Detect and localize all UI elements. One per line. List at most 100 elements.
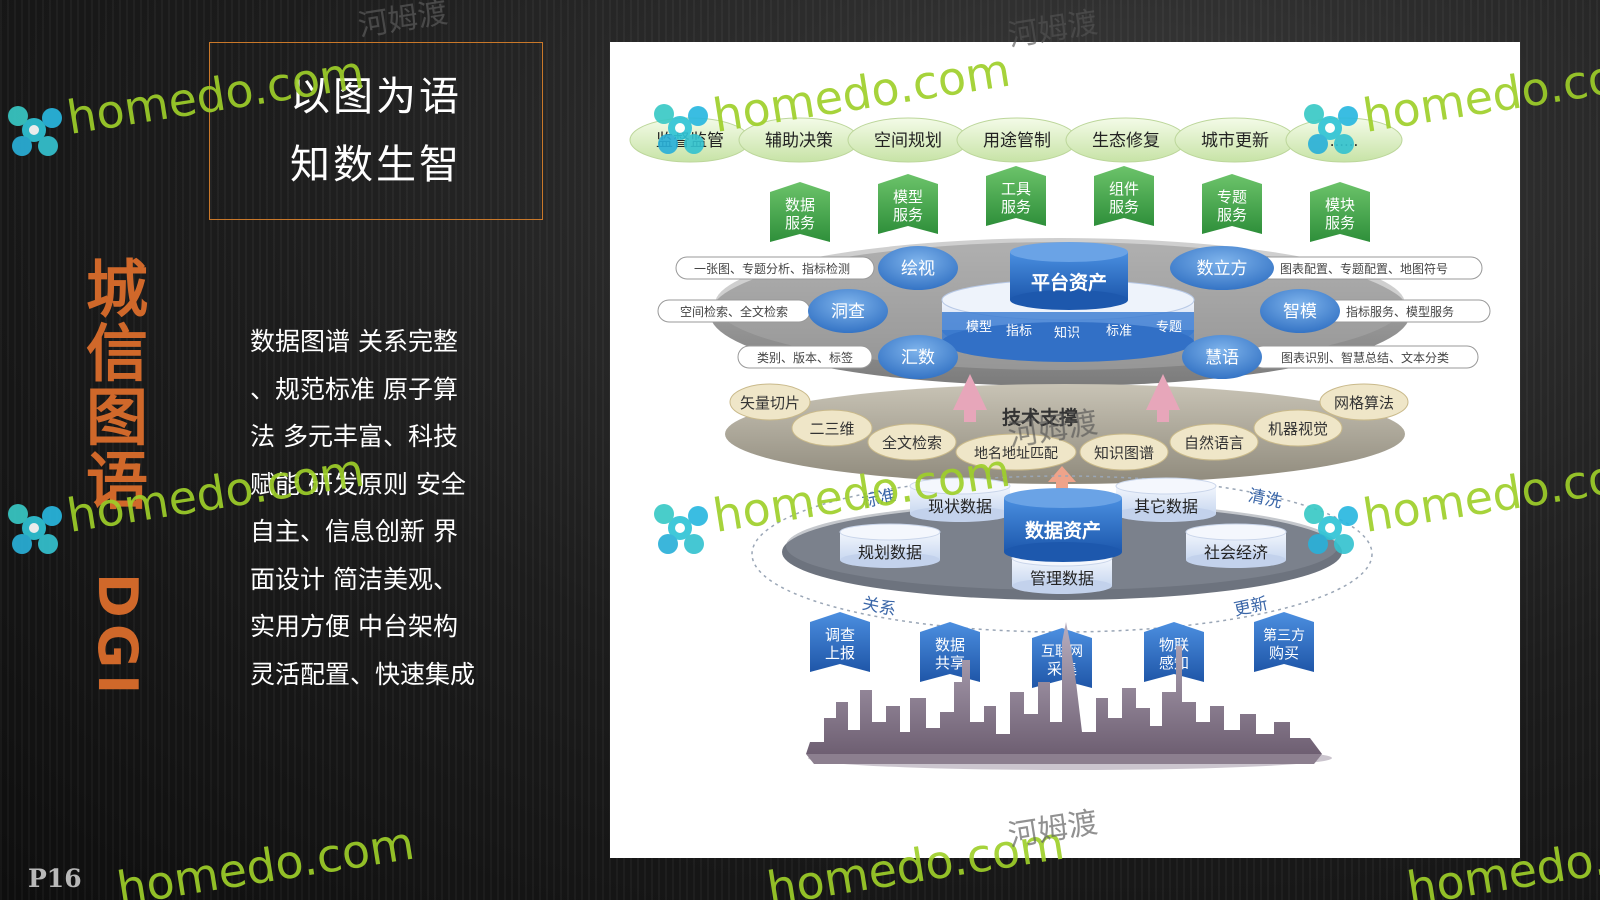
function-left-3: 汇数	[901, 348, 935, 368]
function-note-left-2: 空间检索、全文检索	[680, 304, 788, 319]
description-line: 数据图谱 关系完整	[250, 327, 458, 356]
function-note-left-3: 类别、版本、标签	[757, 350, 853, 365]
description-line: 面设计 简洁美观、	[250, 564, 458, 594]
service-banner-line1: 模型	[893, 188, 923, 206]
slide-title-line-2: 知数生智	[290, 142, 462, 188]
vertical-title: 城 信 图 语 DGI	[82, 253, 152, 701]
service-banner-line1: 组件	[1109, 180, 1139, 198]
vertical-title-char-1: 城	[85, 253, 148, 326]
title-frame: 以图为语 知数生智	[209, 42, 543, 220]
service-banner-line2: 服务	[1217, 206, 1247, 224]
tech-support-layer: 技术支撑 矢量切片 二三维 全文检索 地名地址匹配 知识图谱 自然语言 机器视觉…	[725, 374, 1409, 484]
platform-item: 模型	[966, 320, 992, 335]
function-note-left-1: 一张图、专题分析、指标检测	[694, 261, 850, 276]
function-right-1: 数立方	[1197, 259, 1248, 279]
service-banner: 数据 服务	[770, 182, 830, 242]
scenario-label: ......	[1330, 132, 1359, 150]
platform-asset-cylinder	[1010, 242, 1128, 262]
tech-item: 知识图谱	[1094, 444, 1154, 462]
vertical-title-char-4: 语	[85, 445, 148, 518]
data-item: 现状数据	[928, 497, 992, 516]
data-item-cylinder: 现状数据	[909, 477, 1011, 522]
description-line: 自主、信息创新 界	[250, 517, 458, 546]
service-banner-line2: 服务	[785, 214, 815, 232]
platform-item: 知识	[1054, 325, 1080, 341]
data-item: 社会经济	[1204, 543, 1268, 562]
service-banner-line1: 数据	[785, 196, 815, 214]
source-banner-line2: 感知	[1159, 654, 1189, 672]
description-text: 数据图谱 关系完整 、规范标准 原子算 法 多元丰富、科技 赋能 研发原则 安全…	[250, 318, 500, 698]
function-oval	[808, 289, 888, 333]
data-item: 管理数据	[1030, 569, 1094, 588]
source-banner: 数据 共享	[920, 622, 980, 682]
data-item: 规划数据	[858, 543, 922, 562]
source-banner: 物联 感知	[1144, 622, 1204, 682]
data-item-cylinder: 其它数据	[1115, 477, 1217, 522]
platform-item: 指标	[1006, 324, 1032, 339]
up-arrow	[953, 374, 987, 412]
source-banner: 第三方 购买	[1254, 612, 1314, 672]
service-banner: 模型 服务	[878, 174, 938, 234]
function-oval	[1170, 246, 1274, 290]
cycle-label: 更新	[1232, 594, 1269, 621]
description-line: 、规范标准 原子算	[250, 374, 458, 404]
function-oval	[1182, 335, 1262, 379]
scenario-label: 城市更新	[1201, 131, 1269, 151]
function-right-2: 智模	[1283, 302, 1317, 322]
platform-asset-label: 平台资产	[1031, 271, 1107, 294]
slide-title-line-1: 以图为语	[290, 74, 462, 120]
service-banner-line1: 专题	[1217, 188, 1247, 206]
tech-item-pill	[1319, 383, 1409, 421]
tech-item-pill	[1169, 423, 1259, 461]
source-banner-line2: 共享	[935, 654, 965, 672]
architecture-diagram-panel: 监督监管 辅助决策 空间规划 用途管制 生态修复 城市更新 ...... 数据 …	[610, 42, 1520, 858]
function-left-2: 洞查	[831, 302, 865, 322]
data-item-cylinder: 社会经济	[1185, 523, 1287, 568]
description-line: 实用方便 中台架构	[250, 612, 458, 641]
data-item: 其它数据	[1134, 497, 1198, 516]
tech-item: 自然语言	[1184, 434, 1244, 452]
watermark-text-cn: 河姆渡	[356, 0, 450, 44]
service-banner: 工具 服务	[986, 166, 1046, 226]
function-note-pill	[737, 345, 873, 369]
tech-item: 二三维	[809, 420, 854, 438]
scenario-label: 辅助决策	[765, 131, 833, 151]
source-banners: 调查 上报 数据 共享 互联网 采集 物联 感知 第三方 购买	[810, 612, 1314, 688]
function-oval	[878, 246, 958, 290]
service-banner-line2: 服务	[1325, 214, 1355, 232]
function-note-right-2: 指标服务、模型服务	[1346, 304, 1454, 319]
service-banner: 模块 服务	[1310, 182, 1370, 242]
source-banner-line1: 数据	[935, 636, 965, 654]
function-left-1: 绘视	[901, 259, 935, 279]
function-oval	[878, 335, 958, 379]
tech-item-pill	[1253, 409, 1343, 447]
watermark-flower-icon	[8, 106, 62, 156]
scenario-label: 空间规划	[874, 131, 942, 151]
service-banner-line2: 服务	[893, 206, 923, 224]
scenario-label: 监督监管	[656, 131, 724, 151]
service-banner-line1: 模块	[1325, 196, 1355, 214]
service-banner: 组件 服务	[1094, 166, 1154, 226]
source-banner-line2: 购买	[1269, 644, 1299, 662]
data-asset-label: 数据资产	[1025, 519, 1101, 542]
tech-item: 网格算法	[1334, 394, 1394, 412]
description-line: 法 多元丰富、科技	[250, 422, 458, 451]
cycle-ring	[751, 475, 1373, 633]
service-banner-line1: 工具	[1001, 180, 1031, 198]
watermark-flower-icon	[8, 504, 62, 554]
source-banner-line2: 上报	[825, 644, 855, 662]
function-right-3: 慧语	[1205, 348, 1239, 368]
description-line: 赋能 研发原则 安全	[250, 469, 466, 499]
service-banner-line2: 服务	[1109, 198, 1139, 216]
service-banners: 数据 服务 模型 服务 工具 服务 组件 服务 专题 服务 模块 服务	[770, 166, 1370, 242]
tech-item: 机器视觉	[1268, 420, 1328, 438]
source-banner-line1: 第三方	[1263, 627, 1305, 644]
source-banner: 调查 上报	[810, 612, 870, 672]
tech-item-pill	[1079, 433, 1169, 471]
data-asset-layer: 标准 清洗 关系 更新 现状数据 其它数据 规划数据 社	[751, 475, 1373, 633]
architecture-diagram: 监督监管 辅助决策 空间规划 用途管制 生态修复 城市更新 ...... 数据 …	[629, 117, 1491, 770]
description-line: 灵活配置、快速集成	[250, 659, 476, 689]
platform-item: 专题	[1156, 320, 1182, 335]
service-banner-line2: 服务	[1001, 198, 1031, 216]
function-note-pill	[675, 256, 875, 280]
